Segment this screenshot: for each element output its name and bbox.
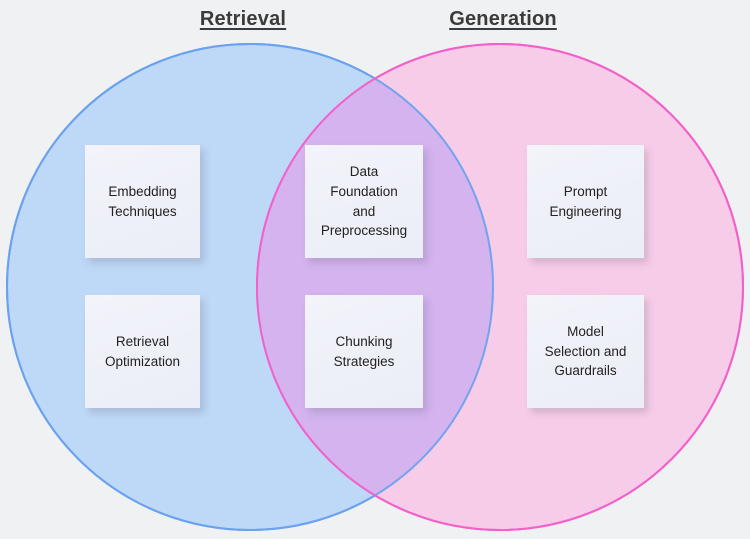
card-embedding-techniques[interactable]: Embedding Techniques <box>85 145 200 258</box>
card-data-foundation-and-preprocessing[interactable]: Data Foundation and Preprocessing <box>305 145 423 258</box>
card-prompt-engineering[interactable]: Prompt Engineering <box>527 145 644 258</box>
set-title-generation: Generation <box>449 8 557 30</box>
circle-generation-outline <box>256 43 744 531</box>
circle-retrieval-outline <box>6 43 494 531</box>
card-model-selection-and-guardrails[interactable]: Model Selection and Guardrails <box>527 295 644 408</box>
card-retrieval-optimization[interactable]: Retrieval Optimization <box>85 295 200 408</box>
set-title-retrieval: Retrieval <box>199 8 287 30</box>
card-chunking-strategies[interactable]: Chunking Strategies <box>305 295 423 408</box>
